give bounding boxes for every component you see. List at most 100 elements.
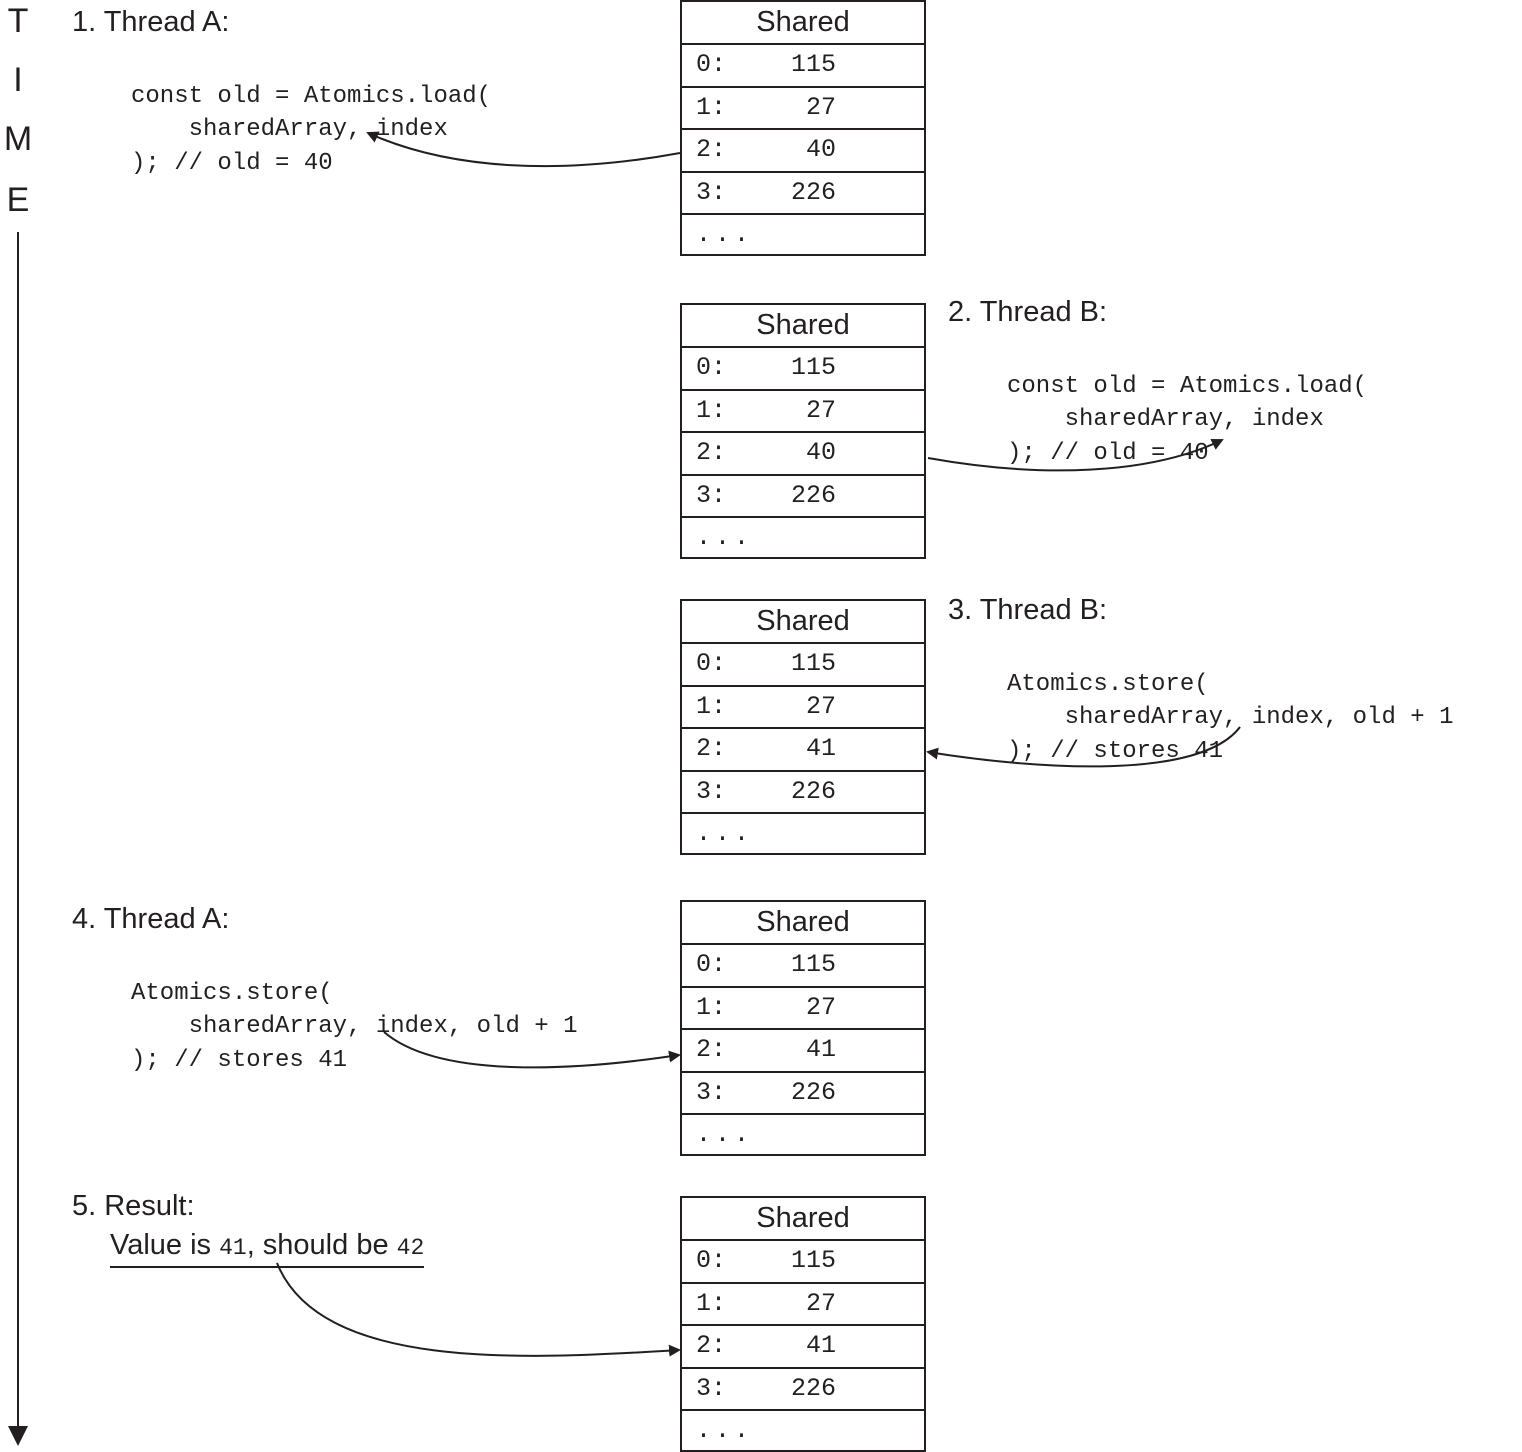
shared-header: Shared [682,1198,924,1241]
row-value: 40 [805,135,836,164]
table-row: 3: 226 [682,1073,924,1115]
row-index: 1: [696,92,727,122]
row-value: 27 [805,1288,836,1318]
row-index: 3: [696,480,727,510]
row-index: 1: [696,992,727,1022]
table-row-ellipsis: ... [682,1115,924,1154]
row-value: 40 [805,438,836,467]
result-actual-value: 41 [219,1235,247,1261]
row-value: 41 [805,734,836,763]
code-line: sharedArray, index [131,116,448,143]
row-value: 115 [790,50,836,79]
row-index: 0: [696,950,727,979]
table-row: 1: 27 [682,1284,924,1326]
row-index: 2: [696,135,727,164]
table-row: 0:115 [682,644,924,687]
ellipsis: ... [696,1416,754,1445]
row-index: 2: [696,1035,727,1064]
step-3-code: Atomics.store( sharedArray, index, old +… [1007,634,1453,768]
table-row: 2: 41 [682,1326,924,1369]
table-row: 2: 41 [682,729,924,772]
table-row-ellipsis: ... [682,215,924,254]
shared-array-4: Shared 0:115 1:27 2:41 3:226 ... [680,900,926,1156]
row-value: 27 [805,92,836,122]
row-value: 41 [805,1331,836,1360]
step-4-title: 4. Thread A: [72,903,230,935]
shared-array-5: Shared 0:115 1: 27 2: 41 3: 226 ... [680,1196,926,1452]
row-value: 226 [790,480,836,510]
shared-header: Shared [682,2,924,45]
step-2-title: 2. Thread B: [948,296,1108,328]
row-value: 226 [790,1077,836,1107]
time-axis-arrowhead [8,1426,28,1446]
shared-header: Shared [682,601,924,644]
table-row: 0: 115 [682,45,924,88]
table-row: 2: 40 [682,130,924,173]
shared-array-3: Shared 0:115 1: 27 2: 41 3: 226 ... [680,599,926,855]
code-line: sharedArray, index [1007,406,1324,433]
row-value: 27 [805,992,836,1022]
step-4-code: Atomics.store( sharedArray, index, old +… [131,943,577,1077]
row-value: 226 [790,1373,836,1403]
code-line: sharedArray, index, old + 1 [131,1013,578,1040]
row-index: 2: [696,734,727,763]
row-index: 3: [696,1077,727,1107]
code-line: Atomics.store( [131,979,333,1007]
table-row: 1: 27 [682,988,924,1030]
code-line: ); // old = 40 [1007,439,1209,467]
arrow-table2-to-thread-b-load [927,438,1224,472]
row-value: 226 [790,776,836,806]
row-index: 2: [696,438,727,467]
row-index: 0: [696,50,727,79]
table-row: 2:41 [682,1030,924,1073]
row-index: 3: [696,177,727,207]
code-line: ); // old = 40 [131,149,333,177]
code-line: const old = Atomics.load( [131,82,492,110]
result-text-1: Value is [110,1229,220,1261]
table-row: 3: 226 [682,476,924,518]
shared-header: Shared [682,305,924,348]
row-value: 226 [790,177,836,207]
table-row: 1: 27 [682,88,924,130]
step-5-title: 5. Result: [72,1190,195,1222]
table-row: 0:115 [682,348,924,391]
result-text-2: , should be [246,1229,397,1261]
step-3-title: 3. Thread B: [948,594,1108,626]
time-letter-m: M [3,120,33,158]
time-letter-e: E [6,181,30,219]
ellipsis: ... [696,1120,754,1149]
row-index: 1: [696,1288,727,1318]
row-index: 0: [696,649,727,678]
table-row-ellipsis: ... [682,1411,924,1450]
ellipsis: ... [696,819,754,848]
time-letter-i: I [13,61,23,99]
table-row: 0:115 [682,1241,924,1284]
row-value: 27 [805,691,836,721]
table-row: 3: 226 [682,772,924,814]
time-letter-t: T [7,2,29,40]
code-line: const old = Atomics.load( [1007,372,1368,400]
arrow-thread-b-store-to-table3 [926,726,1241,768]
step-1-title: 1. Thread A: [72,6,230,38]
table-row: 0: 115 [682,945,924,988]
ellipsis: ... [696,523,754,552]
table-row: 1:27 [682,391,924,433]
code-line: sharedArray, index, old + 1 [1007,704,1454,731]
time-axis-line [17,232,19,1432]
table-row: 3: 226 [682,173,924,215]
shared-array-2: Shared 0:115 1:27 2: 40 3: 226 ... [680,303,926,559]
arrow-result-to-table5 [276,1262,681,1357]
table-row: 2: 40 [682,433,924,476]
table-row-ellipsis: ... [682,814,924,853]
row-index: 2: [696,1331,727,1360]
arrow-table1-to-thread-a-load [366,131,681,168]
row-value: 27 [805,395,836,425]
table-row: 1: 27 [682,687,924,729]
row-index: 1: [696,691,727,721]
row-index: 3: [696,776,727,806]
row-value: 115 [790,950,836,979]
shared-array-1: Shared 0: 115 1: 27 2: 40 3: 226 ... [680,0,926,256]
step-2-code: const old = Atomics.load( sharedArray, i… [1007,336,1367,470]
row-index: 3: [696,1373,727,1403]
